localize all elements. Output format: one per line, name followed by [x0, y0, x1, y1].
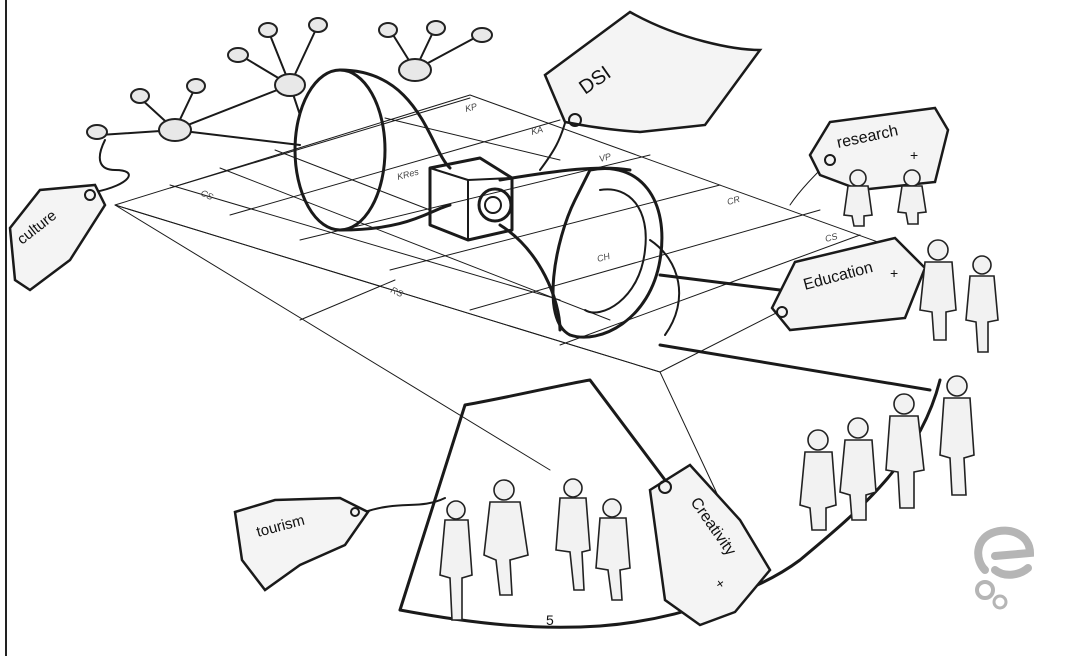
person-figure [885, 393, 925, 509]
camera-icon [428, 156, 514, 242]
grid-label-kp: KP [464, 101, 478, 114]
person-figure [439, 500, 473, 621]
tag-education-plus: + [890, 265, 898, 281]
person-figure [555, 478, 591, 591]
megaphone-icon [293, 68, 681, 339]
tag-research-plus: + [910, 147, 918, 163]
tag-culture: culture [8, 139, 130, 292]
page-number: 5 [546, 612, 554, 628]
grid-label-vp: VP [598, 151, 612, 164]
grid-label-cs-right: CS [824, 231, 839, 244]
person-figure [919, 239, 957, 341]
person-figure [595, 498, 631, 601]
grid-label-cr: CR [726, 194, 742, 207]
tag-education: Education + [658, 236, 932, 392]
grid-label-cs-left: CS [199, 188, 215, 202]
tag-dsi: DSI [539, 10, 763, 171]
person-figure [799, 429, 837, 531]
person-figure [965, 255, 999, 353]
person-figure [843, 169, 873, 227]
person-figure [939, 375, 975, 496]
person-figure [483, 479, 529, 596]
person-figure [839, 417, 877, 521]
e-logo-icon [974, 526, 1035, 610]
tag-tourism: tourism [233, 496, 446, 592]
canvas-grid [114, 94, 901, 501]
grid-label-ka: KA [530, 124, 544, 137]
people-group-right [799, 169, 999, 531]
grid-labels: CS RS CH CR CS VP KA KP KRes [199, 101, 838, 299]
grid-label-rs: RS [389, 285, 405, 299]
grid-label-kres: KRes [396, 166, 420, 181]
person-figure [897, 169, 927, 225]
grid-label-ch: CH [596, 251, 612, 264]
people-group-front [439, 478, 631, 621]
network-nodes [86, 17, 493, 146]
tag-creativity: Creativity + [648, 463, 772, 627]
